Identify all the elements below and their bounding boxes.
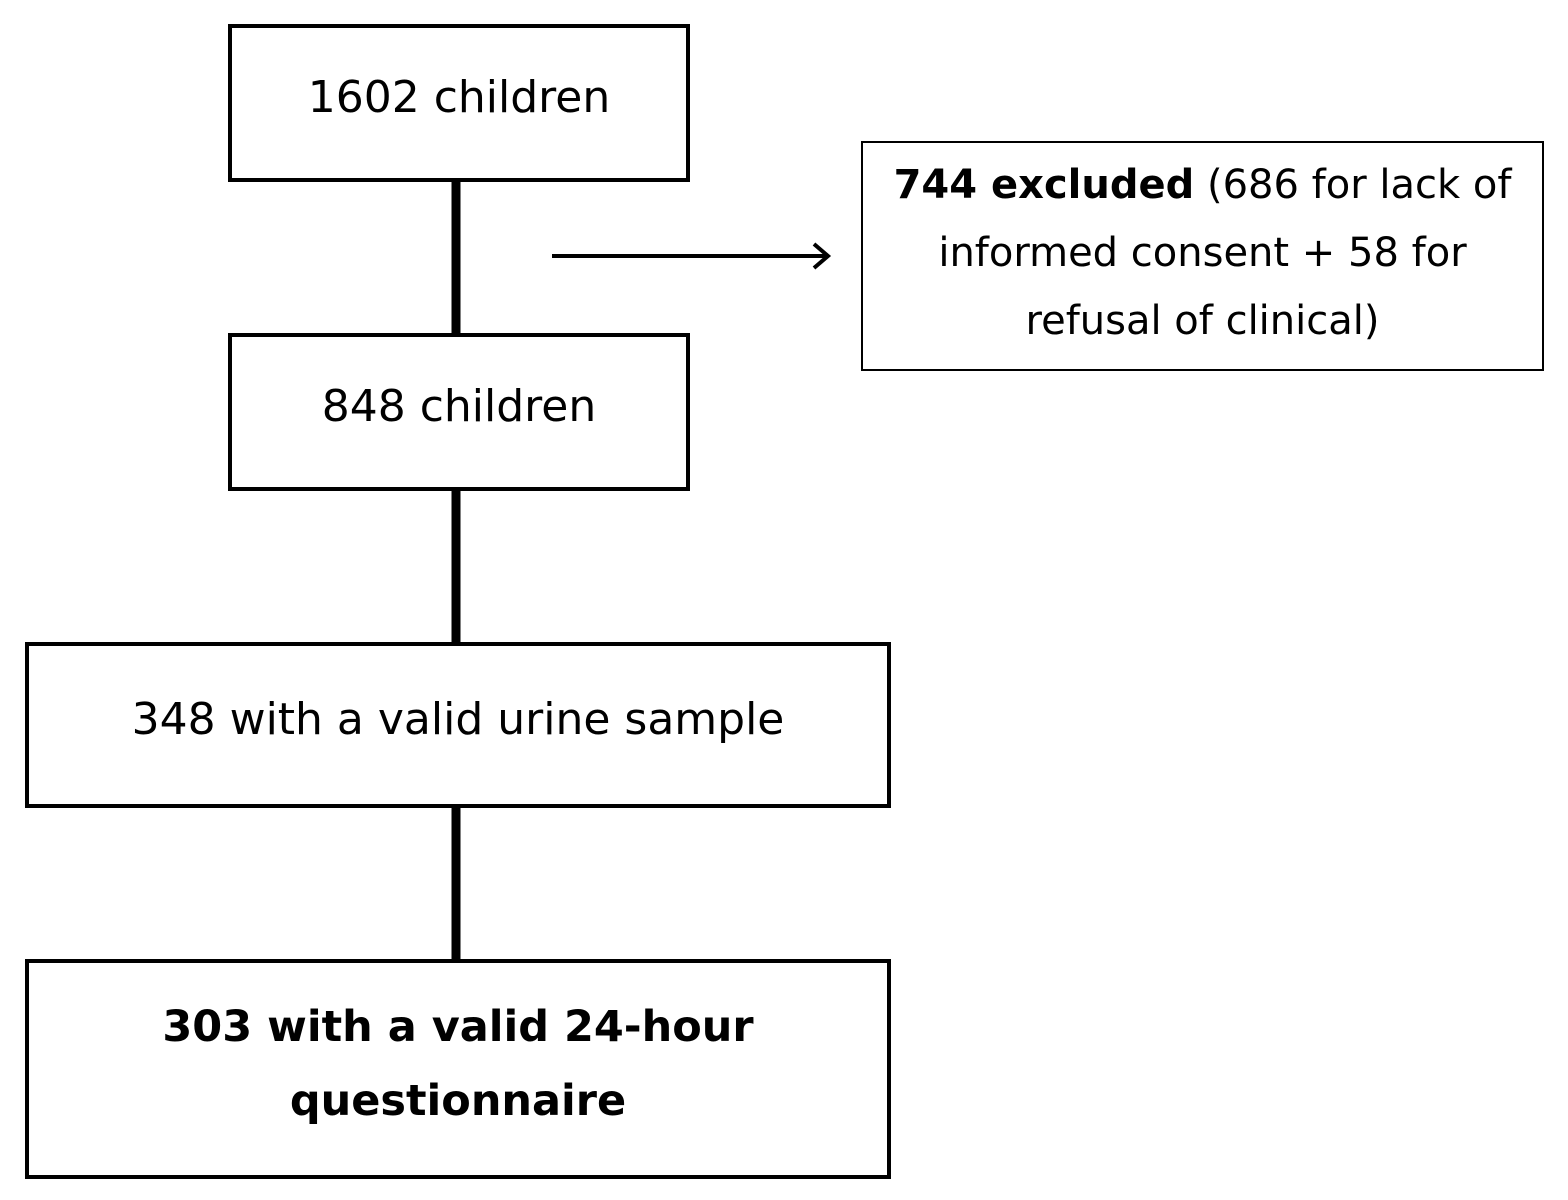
excluded-count: 744 excluded [893,162,1195,208]
box-valid-24-hour-questionnaire: 303 with a valid 24-hour questionnaire [25,959,891,1179]
box-excluded-line-3: refusal of clinical) [1025,298,1380,344]
box-excluded: 744 excluded (686 for lack of informed c… [861,141,1544,371]
box-valid-urine-sample-label: 348 with a valid urine sample [131,694,785,745]
box-valid-urine-sample: 348 with a valid urine sample [25,642,891,808]
box-1602-children: 1602 children [228,24,690,182]
box-848-children: 848 children [228,333,690,491]
exclusion-arrow-head [812,242,832,270]
excluded-reason-start: (686 for lack of [1194,162,1512,208]
box-valid-questionnaire-line-1: 303 with a valid 24-hour [162,1002,754,1052]
box-848-children-label: 848 children [321,381,597,432]
box-valid-questionnaire-label: 303 with a valid 24-hour questionnaire [162,990,753,1138]
box-excluded-line-2: informed consent + 58 for [938,230,1467,276]
box-excluded-label: 744 excluded (686 for lack of informed c… [876,151,1530,355]
exclusion-arrow [552,242,832,270]
box-1602-children-label: 1602 children [307,72,611,123]
box-valid-questionnaire-line-2: questionnaire [289,1076,627,1126]
box-excluded-line-1: 744 excluded (686 for lack of [894,151,1512,219]
